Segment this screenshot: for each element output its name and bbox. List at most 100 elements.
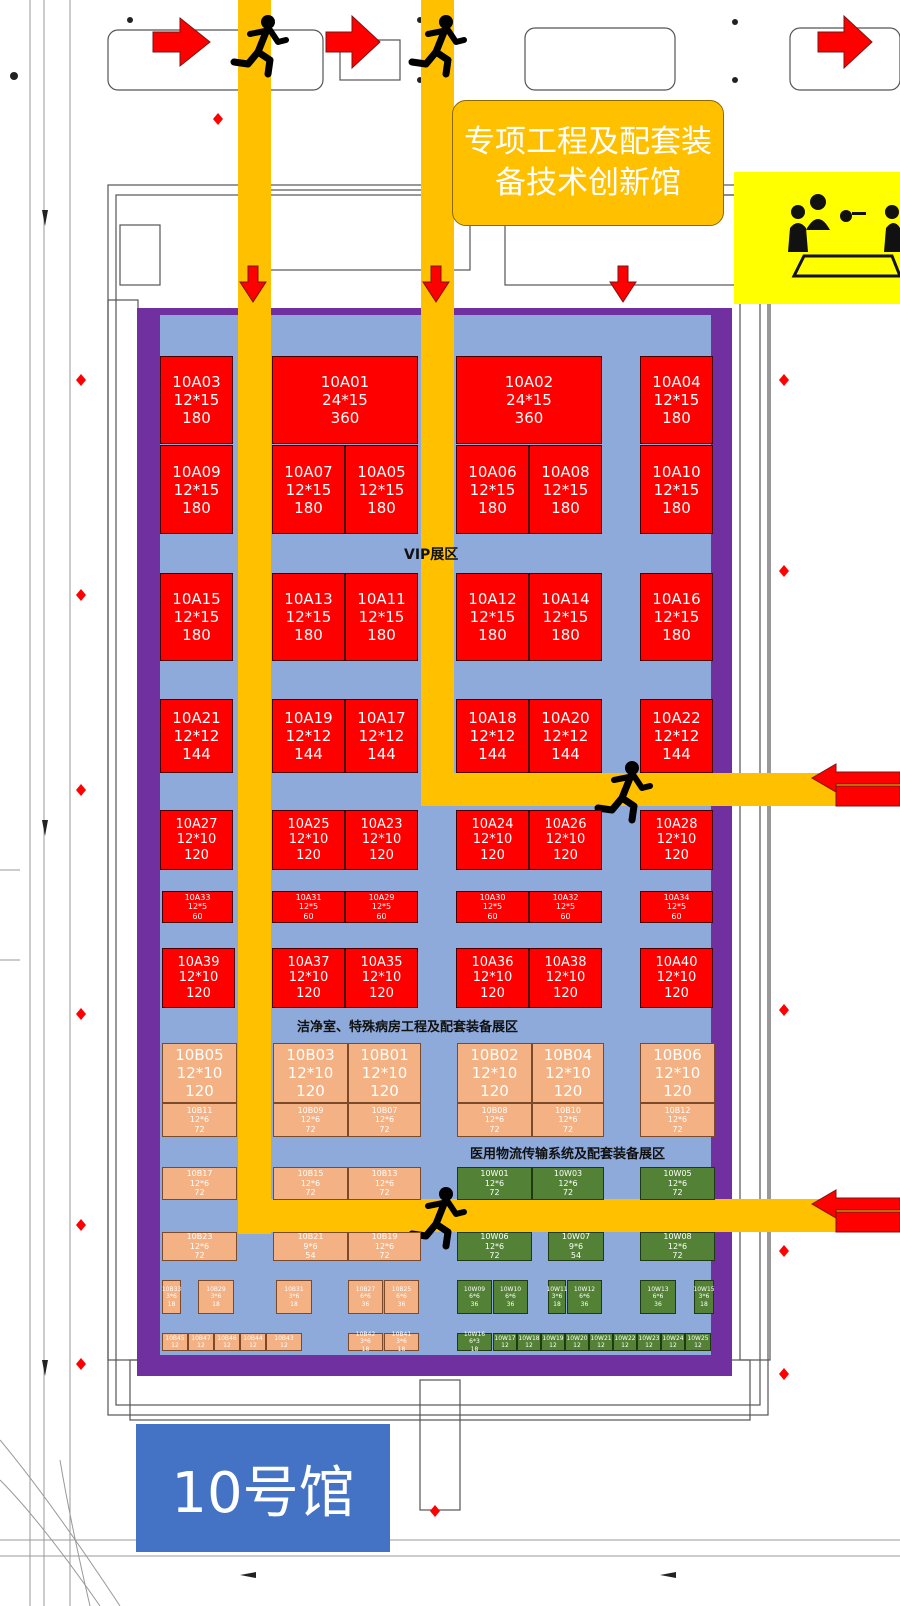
booth-id: 10B01 — [360, 1046, 409, 1064]
booth-id: 10W23 — [638, 1334, 660, 1342]
booth-area: 72 — [305, 1188, 316, 1198]
booth-id: 10B13 — [371, 1169, 398, 1179]
running-person-icon — [408, 15, 467, 78]
booth-size: 12*6 — [667, 1241, 688, 1251]
booth-size: 12*10 — [545, 970, 586, 986]
booth-size: 12*5 — [555, 902, 576, 912]
